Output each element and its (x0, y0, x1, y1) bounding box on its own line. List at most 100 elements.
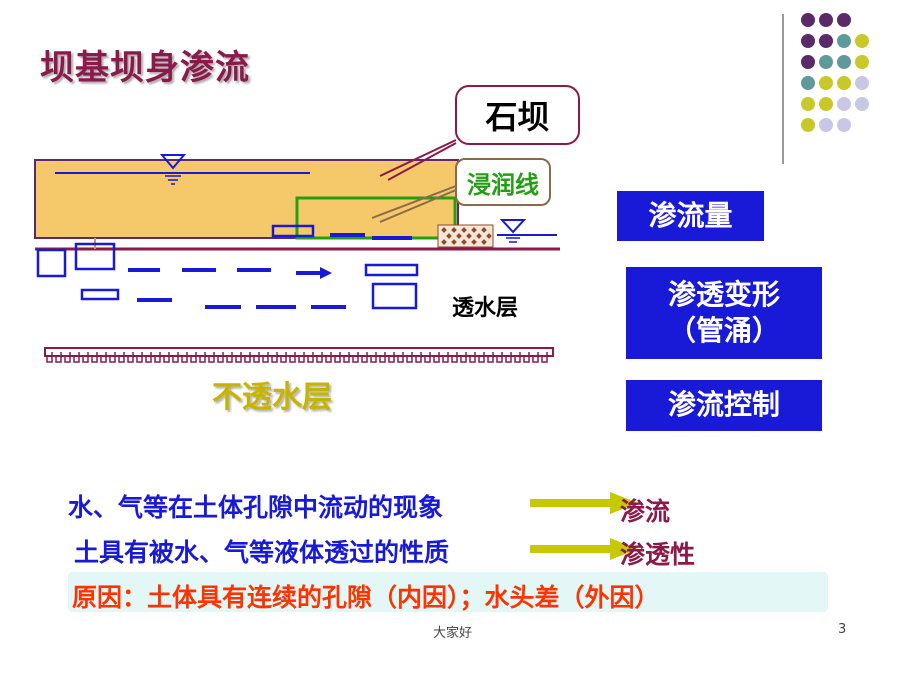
impermeable-hatch (46, 352, 53, 363)
impermeable-hatch (370, 352, 377, 363)
riprap-stone (466, 233, 472, 239)
phreatic-line-callout: 浸润线 (455, 158, 551, 206)
impermeable-hatch (217, 352, 224, 363)
impermeable-hatch (190, 352, 197, 363)
permeable-symbol (80, 288, 120, 301)
riprap-stone (446, 233, 452, 239)
impermeable-hatch (451, 352, 458, 363)
impermeable-hatch (208, 352, 215, 363)
impermeable-hatch (406, 352, 413, 363)
impermeable-hatch (163, 352, 170, 363)
impermeable-hatch (145, 352, 152, 363)
topic-seepage-quantity-label: 渗流量 (648, 198, 733, 232)
riprap-stone (451, 239, 457, 245)
impermeable-hatch (136, 352, 143, 363)
impermeable-hatch (523, 352, 530, 363)
impermeable-hatch (343, 352, 350, 363)
impermeable-hatch (541, 352, 548, 363)
definition-permeability-text: 土具有被水、气等液体透过的性质 (74, 538, 450, 567)
decor-dot (855, 34, 869, 48)
impermeable-hatch (55, 352, 62, 363)
water-level-marker (159, 154, 187, 170)
definition-permeability-result: 渗透性 (620, 540, 696, 569)
permeable-layer-label: 透水层 (452, 296, 519, 321)
impermeable-hatch (253, 352, 260, 363)
arrow-right-icon (530, 492, 638, 514)
impermeable-hatch (181, 352, 188, 363)
permeable-symbol (74, 242, 116, 271)
decor-dot (855, 55, 869, 69)
impermeable-hatch (424, 352, 431, 363)
decor-dot (837, 55, 851, 69)
topic-seepage-deformation[interactable]: 渗透变形 （管涌） (626, 267, 822, 359)
impermeable-hatch (442, 352, 449, 363)
riprap-stone (461, 227, 467, 233)
topic-piping-label: （管涌） (667, 314, 780, 347)
impermeable-hatch (361, 352, 368, 363)
seepage-drain-left (271, 224, 315, 238)
slide-title: 坝基坝身渗流 (40, 48, 250, 88)
impermeable-hatch (478, 352, 485, 363)
slide-footer: 大家好 (433, 626, 473, 641)
dam-callout: 石坝 (455, 85, 580, 145)
decor-dot (819, 97, 833, 111)
impermeable-hatch (82, 352, 89, 363)
impermeable-hatch (316, 352, 323, 363)
impermeable-hatch (73, 352, 80, 363)
riprap-stone (481, 227, 487, 233)
impermeable-hatch (388, 352, 395, 363)
impermeable-hatch (496, 352, 503, 363)
impermeable-hatch (271, 352, 278, 363)
impermeable-hatch (64, 352, 71, 363)
permeable-symbol (364, 263, 419, 277)
reason-box: 原因：土体具有连续的孔隙（内因）；水头差（外因） (68, 572, 828, 612)
decor-dot-grid (801, 13, 869, 132)
riprap-stone (456, 233, 462, 239)
riprap-stone (441, 227, 447, 233)
impermeable-hatch (469, 352, 476, 363)
riprap-stone (471, 239, 477, 245)
topic-seepage-deformation-label: 渗透变形 (667, 277, 780, 311)
decor-dot (837, 76, 851, 90)
topic-seepage-quantity[interactable]: 渗流量 (617, 191, 764, 241)
permeable-symbol (371, 282, 418, 310)
impermeable-hatch (280, 352, 287, 363)
impermeable-hatch (244, 352, 251, 363)
impermeable-hatch (100, 352, 107, 363)
topic-seepage-control[interactable]: 渗流控制 (626, 380, 822, 431)
impermeable-hatch (334, 352, 341, 363)
topic-seepage-control-label: 渗流控制 (667, 388, 780, 422)
impermeable-hatch (397, 352, 404, 363)
impermeable-hatch (298, 352, 305, 363)
impermeable-hatch (199, 352, 206, 363)
impermeable-hatch (433, 352, 440, 363)
impermeable-hatch (235, 352, 242, 363)
impermeable-hatch (154, 352, 161, 363)
decor-dot (801, 55, 815, 69)
impermeable-hatch (532, 352, 539, 363)
impermeable-hatch (289, 352, 296, 363)
decor-dot (855, 97, 869, 111)
riprap-stone (486, 233, 492, 239)
definition-seepage-text: 水、气等在土体孔隙中流动的现象 (68, 493, 444, 522)
impermeable-hatch (109, 352, 116, 363)
impermeable-hatch (514, 352, 521, 363)
decor-dot (801, 118, 815, 132)
impermeable-hatch (379, 352, 386, 363)
decor-dot (837, 118, 851, 132)
impermeable-layer-band (44, 347, 554, 357)
page-number: 3 (838, 622, 847, 637)
decor-dot (837, 13, 851, 27)
decor-dot (801, 13, 815, 27)
impermeable-hatch (460, 352, 467, 363)
impermeable-hatch (352, 352, 359, 363)
impermeable-hatch (325, 352, 332, 363)
impermeable-hatch (172, 352, 179, 363)
impermeable-hatch (487, 352, 494, 363)
riprap-stone (441, 239, 447, 245)
impermeable-layer-label: 不透水层 (212, 380, 332, 415)
decor-dot (819, 55, 833, 69)
decor-dot (801, 34, 815, 48)
decor-dot (837, 34, 851, 48)
riprap-stone (451, 227, 457, 233)
